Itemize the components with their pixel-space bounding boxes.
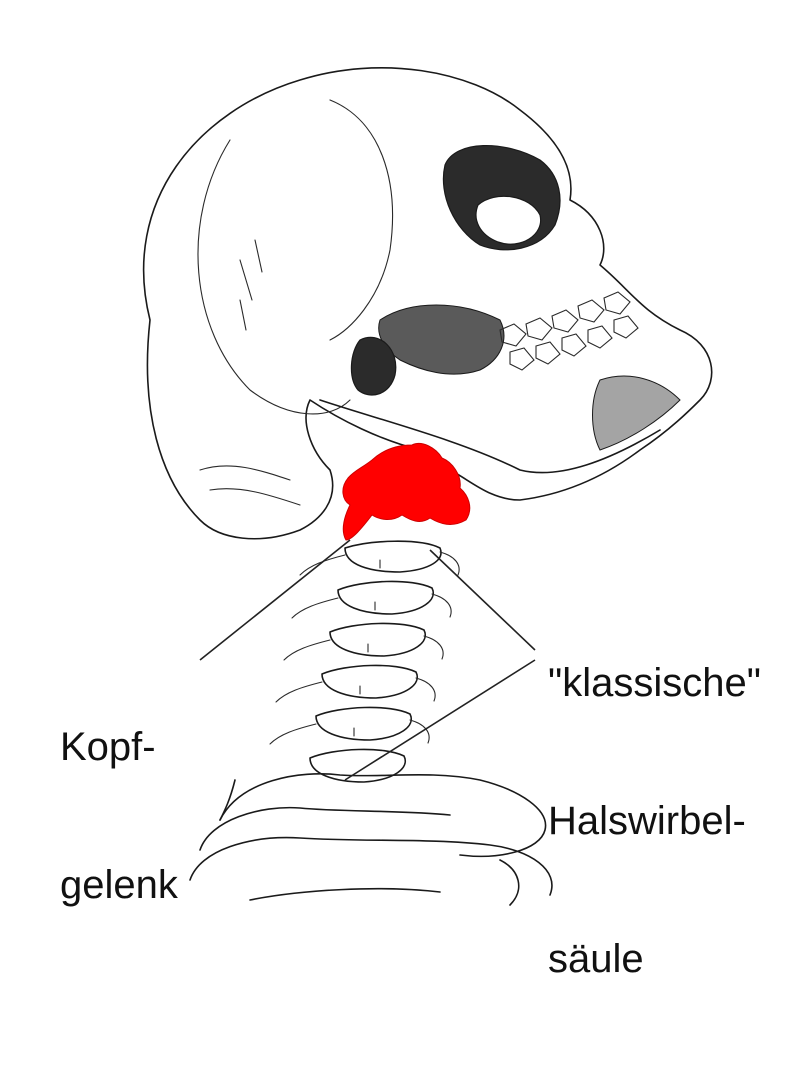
temporal-line bbox=[330, 100, 393, 340]
cervical-spine bbox=[310, 541, 441, 782]
label-kopfgelenk: Kopf- gelenk bbox=[60, 632, 178, 1000]
cranium-curve bbox=[198, 140, 350, 414]
hws-leader-bottom bbox=[345, 660, 535, 780]
occipital-base bbox=[200, 466, 300, 505]
kopfgelenk-leader bbox=[200, 540, 350, 660]
rib-rings bbox=[190, 774, 552, 905]
cranium-crack bbox=[240, 240, 262, 330]
label-hws-line1: "klassische" bbox=[548, 660, 761, 706]
zygomatic-arch bbox=[379, 305, 504, 374]
mandible-hatch bbox=[593, 376, 681, 450]
kopfgelenk-highlight bbox=[343, 443, 470, 540]
skull-neck-diagram: Kopf- gelenk "klassische" Halswirbel- sä… bbox=[0, 0, 807, 951]
label-hws-line2: Halswirbel- bbox=[548, 798, 761, 844]
mandible-notch bbox=[351, 337, 395, 395]
label-halswirbelsaeule: "klassische" Halswirbel- säule bbox=[548, 568, 761, 1074]
label-hws-line3: säule bbox=[548, 936, 761, 982]
label-kopfgelenk-line1: Kopf- bbox=[60, 724, 178, 770]
label-kopfgelenk-line2: gelenk bbox=[60, 862, 178, 908]
teeth bbox=[500, 292, 638, 370]
